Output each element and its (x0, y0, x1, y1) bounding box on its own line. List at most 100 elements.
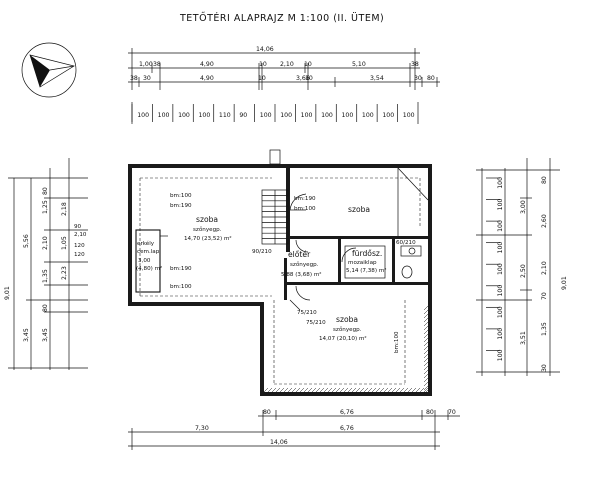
svg-text:bm:100: bm:100 (170, 193, 192, 199)
right-grid-label: 100 (497, 198, 504, 210)
svg-text:szoba: szoba (336, 315, 358, 324)
left-dim-c5: 80 (42, 304, 49, 312)
grid-cell-label: 100 (382, 112, 394, 119)
left-dim-c3: 2,10 (42, 236, 49, 250)
left-dim-a: 5,56 (23, 234, 30, 248)
right-grid-label: 100 (497, 328, 504, 340)
room-eloter: előtér szőnyegp. 5,88 (3,68) m² (281, 250, 322, 278)
left-side-label-2: 2,10 (74, 232, 87, 238)
room-erkely: erkély cem.lap 3,00 (4,80) m² (136, 240, 162, 272)
svg-text:90/210: 90/210 (252, 249, 272, 255)
grid-cell-label: 100 (301, 112, 313, 119)
right-dim-d6: 30 (541, 364, 548, 372)
right-grid-label: 100 (497, 220, 504, 232)
left-dim-c6: 3,45 (42, 328, 49, 342)
grid-cell-label: 100 (403, 112, 415, 119)
grid-cell-label: 100 (280, 112, 292, 119)
plan-title: TETŐTÉRI ALAPRAJZ M 1:100 (II. ÜTEM) (179, 12, 384, 24)
svg-text:bm:100: bm:100 (394, 331, 400, 353)
svg-text:szoba: szoba (348, 205, 370, 214)
grid-cell-label: 100 (199, 112, 211, 119)
grid-cell-label: 100 (362, 112, 374, 119)
svg-text:erkély: erkély (137, 240, 155, 247)
bottom-dim-4: 70 (448, 409, 456, 416)
bottom-overall-dim: 14,06 (270, 439, 288, 446)
grid-cell-label: 100 (158, 112, 170, 119)
top-dim-2: 38 (153, 61, 161, 68)
bottom-dim-3: 80 (426, 409, 434, 416)
room-szoba-3: szoba szőnyegp. 14,07 (20,10) m² (319, 315, 367, 342)
left-dim-d3: 2,23 (61, 266, 68, 280)
room-furdo: fürdősz. mozaiklap 5,14 (7,38) m² (346, 249, 387, 274)
svg-text:szőnyegp.: szőnyegp. (193, 227, 222, 233)
right-dim-d5: 1,35 (541, 322, 548, 336)
top-dim-17: 80 (427, 75, 435, 82)
top-dim-5: 2,10 (280, 61, 294, 68)
svg-text:cem.lap: cem.lap (137, 249, 160, 255)
top-dim-4: 10 (259, 61, 267, 68)
right-grid-label: 100 (497, 242, 504, 254)
top-overall-dim: 14,06 (256, 46, 274, 53)
top-dim-9: 38 (130, 75, 138, 82)
svg-text:mozaiklap: mozaiklap (348, 260, 377, 266)
right-dim-a: 3,00 (520, 200, 527, 214)
right-dim-d4: 70 (541, 292, 548, 300)
right-dim-b: 2,50 (520, 264, 527, 278)
left-outer-dim: 9,01 (4, 286, 11, 300)
room-szoba-2: szoba (348, 205, 370, 214)
grid-cell-label: 100 (137, 112, 149, 119)
right-grid-label: 100 (497, 349, 504, 361)
bottom-dim-6: 6,76 (340, 425, 354, 432)
top-dim-8: 38 (411, 61, 419, 68)
top-dim-16: 30 (414, 75, 422, 82)
top-dim-13: 3,66 (296, 75, 310, 82)
left-dimension-lines (8, 158, 88, 370)
parapet-hatch (263, 305, 429, 395)
right-dim-c: 3,51 (520, 331, 527, 345)
balcony-area (135, 229, 161, 293)
svg-text:75/210: 75/210 (306, 320, 326, 326)
left-side-label-1: 90 (74, 224, 82, 230)
right-grid-label: 100 (497, 285, 504, 297)
grid-cell-label: 90 (239, 112, 247, 119)
left-dim-c4: 1,35 (42, 269, 49, 283)
top-dim-11: 4,90 (200, 75, 214, 82)
north-arrow-icon (21, 42, 77, 98)
chimney (269, 149, 281, 165)
left-side-label-3: 120 (74, 243, 85, 249)
svg-text:szőnyegp.: szőnyegp. (333, 327, 362, 333)
room-szoba-1: szoba szőnyegp. 14,70 (23,52) m² (184, 215, 232, 242)
left-dim-d1: 2,18 (61, 202, 68, 216)
svg-text:5,14 (7,38) m²: 5,14 (7,38) m² (346, 267, 387, 274)
top-dimension-lines: 14,06 1,00 38 4,90 10 2,10 10 5,10 38 38… (128, 46, 440, 90)
grid-cell-label: 110 (219, 112, 231, 119)
right-outer-dim: 9,01 (561, 276, 568, 290)
plan-annotations: bm:100 bm:190 bm:190 bm:100 bm:100 bm:19… (170, 193, 416, 353)
svg-text:3,00: 3,00 (138, 258, 151, 264)
grid-cell-label: 100 (260, 112, 272, 119)
svg-text:75/210: 75/210 (297, 310, 317, 316)
right-grid-label: 100 (497, 263, 504, 275)
svg-text:60/210: 60/210 (396, 240, 416, 246)
svg-text:bm:100: bm:100 (294, 206, 316, 212)
roof-ridge-lines (289, 167, 429, 311)
bathroom-fixtures (344, 245, 422, 279)
svg-text:szoba: szoba (196, 215, 218, 224)
right-grid-label: 100 (497, 177, 504, 189)
svg-text:bm:190: bm:190 (294, 196, 316, 202)
top-dim-12: 10 (258, 75, 266, 82)
left-dim-d2: 1,05 (61, 236, 68, 250)
right-dimension-lines (476, 158, 560, 376)
left-dim-b: 3,45 (23, 328, 30, 342)
left-side-label-4: 120 (74, 252, 85, 258)
top-dim-6: 10 (304, 61, 312, 68)
left-dim-c1: 80 (42, 187, 49, 195)
right-dim-d3: 2,10 (541, 261, 548, 275)
top-dim-7: 5,10 (352, 61, 366, 68)
left-dim-c2: 1,25 (42, 200, 49, 214)
svg-text:bm:100: bm:100 (170, 284, 192, 290)
grid-cell-label: 100 (178, 112, 190, 119)
svg-text:szőnyegp.: szőnyegp. (290, 262, 319, 268)
